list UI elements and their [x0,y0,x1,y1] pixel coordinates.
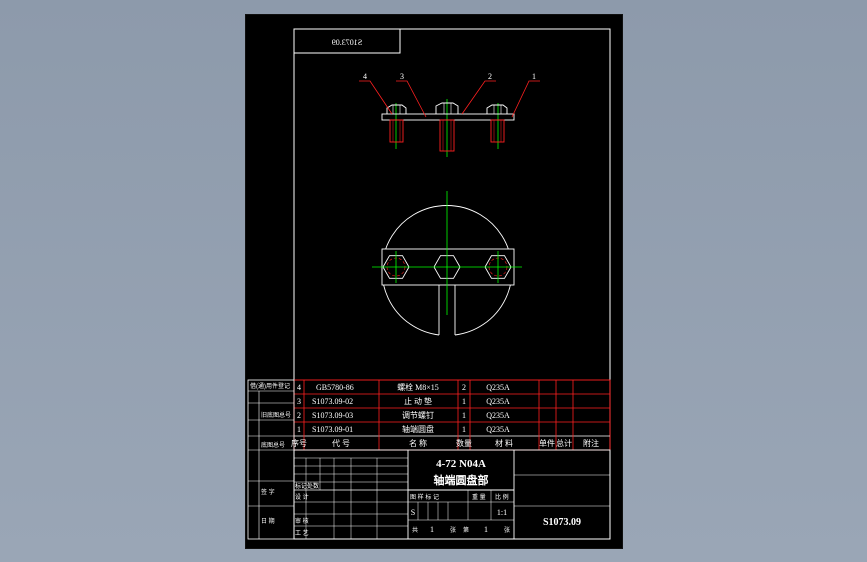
bom-row-code: S1073.09-03 [312,411,353,420]
bom-header-name: 名 称 [409,438,427,448]
bom-row-code: S1073.09-01 [312,425,353,434]
stage-label: 图 样 标 记 [410,493,439,501]
balloon-3: 3 [400,72,404,81]
bom-header-material: 材 料 [495,438,513,448]
sheet-index-suffix: 张 [504,526,510,534]
bom-header-code: 代 号 [332,438,350,448]
cad-drawing: S1073.09 4 3 2 1 [247,28,611,540]
drawing-number: S1073.09 [543,517,581,528]
bom-row-qty: 1 [462,425,466,434]
sheet-index: 1 [484,525,488,534]
bom-row-material: Q235A [486,411,510,420]
bom-row-qty: 1 [462,411,466,420]
rev-count-label: 处数 [307,482,319,490]
side-label-borrowed: 借(通)用件登记 [250,382,290,390]
sheet-scale: 1:1 [497,508,507,517]
bom-header-unit-weight: 单件 [539,438,555,448]
side-label-date: 日 期 [261,517,275,525]
code-box [293,28,401,54]
side-strip: 借(通)用件登记 旧底图总号 底图总号 签 字 日 期 [247,379,295,540]
reviewer-label: 审 核 [295,517,309,525]
bom-row-no: 2 [297,411,301,420]
bom-row-material: Q235A [486,383,510,392]
process-label: 工 艺 [295,529,309,537]
side-label-sign: 签 字 [261,488,275,496]
designer-label: 设 计 [295,493,309,501]
balloon-4: 4 [363,72,367,81]
drawing-title-line2: 轴端圆盘部 [434,473,489,487]
side-label-old-base: 旧底图总号 [261,411,291,419]
stage-mark: S [411,508,415,517]
bom-row-material: Q235A [486,425,510,434]
bom-row-qty: 1 [462,397,466,406]
balloon-2: 2 [488,72,492,81]
mirrored-code: S1073.09 [332,38,362,47]
bom-row-name: 轴端圆盘 [402,424,434,434]
bom-row-name: 螺栓 M8×15 [397,382,439,392]
bom-table: 4 GB5780-86 螺栓 M8×15 2 Q235A 3 S1073.09-… [291,379,611,451]
bom-row-no: 4 [297,383,301,392]
bom-row-code: S1073.09-02 [312,397,353,406]
bom-header-no: 序号 [291,438,307,448]
bom-row-code: GB5780-86 [316,383,354,392]
front-view [372,191,522,336]
bom-row-name: 止 动 垫 [404,396,432,406]
drawing-sheet: S1073.09 4 3 2 1 [245,14,623,549]
side-view [359,80,540,157]
bom-header-qty: 数量 [456,438,472,448]
side-label-base-no: 底图总号 [261,441,285,449]
bom-row-qty: 2 [462,383,466,392]
drawing-title-line1: 4-72 N04A [436,458,486,470]
sheet-total-suffix: 张 [450,526,456,534]
title-block: 标记 处数 设 计 审 核 工 艺 4-72 N04A 轴端圆盘部 图 样 标 … [293,449,611,540]
bom-header-remark: 附注 [583,438,599,448]
leader-4 [359,80,393,115]
sheet-total-prefix: 共 [412,526,418,534]
bom-header-total-weight: 总计 [556,438,572,448]
rev-mark-label: 标记 [295,482,307,490]
leader-1 [511,80,540,118]
bom-row-no: 3 [297,397,301,406]
sheet-total: 1 [430,525,434,534]
bom-row-material: Q235A [486,397,510,406]
leader-2 [461,80,496,115]
balloon-1: 1 [532,72,536,81]
bom-row-name: 调节螺钉 [402,410,434,420]
sheet-index-prefix: 第 [463,526,469,534]
leader-3 [396,80,427,118]
weight-label: 重 量 [472,493,486,501]
bom-row-no: 1 [297,425,301,434]
scale-label: 比 例 [495,493,509,501]
